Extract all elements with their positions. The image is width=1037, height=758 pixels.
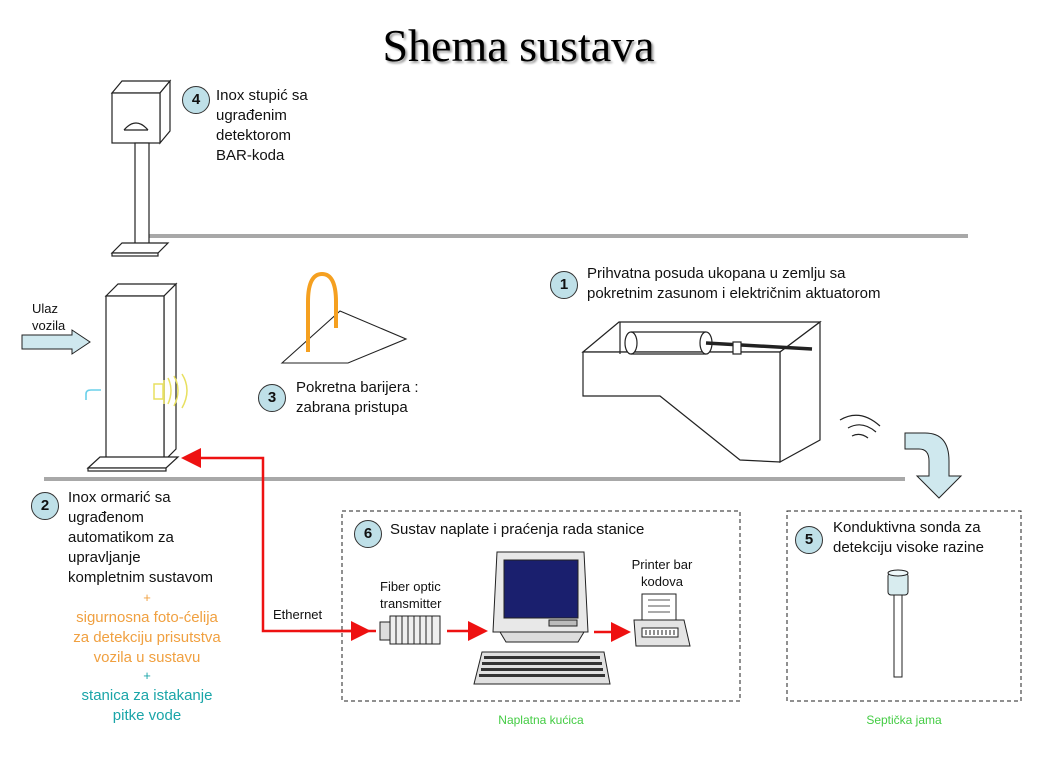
label-inox-cabinet: Inox ormarić sa ugrađenom automatikom za…	[68, 488, 213, 588]
printer-icon	[633, 593, 691, 647]
barrier-icon	[280, 271, 408, 364]
inox-post-icon	[110, 79, 172, 257]
label-line: Konduktivna sonda za	[833, 519, 981, 536]
entry-arrow-icon	[21, 329, 91, 355]
label-water-station: stanica za istakanje pitke vode	[52, 686, 242, 726]
label-line: Inox ormarić sa	[68, 489, 171, 506]
label-line: ugrađenim	[216, 107, 287, 124]
badge-6: 6	[354, 520, 382, 548]
outflow-arrow-icon	[904, 432, 963, 499]
label-photo-cell: sigurnosna foto-ćelija za detekciju pris…	[52, 608, 242, 668]
label-line: detektorom	[216, 127, 292, 144]
label-ethernet: Ethernet	[273, 607, 323, 622]
label-line: zabrana pristupa	[296, 399, 408, 416]
label-line: vozila	[32, 318, 66, 333]
label-line: pitke vode	[112, 707, 182, 724]
badge-3: 3	[258, 384, 286, 412]
label-conductive-probe: Konduktivna sonda za detekciju visoke ra…	[833, 518, 984, 558]
label-line: Inox stupić sa	[216, 87, 308, 104]
label-collection-tank: Prihvatna posuda ukopana u zemlju sa pok…	[587, 264, 880, 304]
billing-station-box	[341, 510, 741, 702]
computer-icon	[473, 551, 611, 685]
label-line: sigurnosna foto-ćelija	[76, 609, 218, 626]
label-line: upravljanje	[68, 549, 141, 566]
label-line: transmitter	[380, 596, 442, 611]
label-line: Fiber optic	[380, 579, 441, 594]
water-tap-icon	[85, 389, 101, 400]
label-line: kodova	[641, 574, 683, 589]
label-septic-tank: Septička jama	[866, 713, 942, 727]
conductive-probe-icon	[887, 569, 909, 678]
label-inox-post: Inox stupić sa ugrađenim detektorom BAR-…	[216, 86, 308, 166]
label-fiber-transmitter: Fiber optic transmitter	[380, 578, 441, 612]
inox-cabinet-icon	[86, 282, 180, 472]
label-barrier: Pokretna barijera : zabrana pristupa	[296, 378, 419, 418]
label-line: za detekciju prisutstva	[73, 629, 221, 646]
badge-5: 5	[795, 526, 823, 554]
label-line: stanica za istakanje	[81, 687, 213, 704]
label-entry: Ulaz vozila	[32, 300, 65, 334]
label-line: detekciju visoke razine	[833, 539, 984, 556]
plus-sign: +	[143, 668, 151, 683]
label-line: vozila u sustavu	[93, 649, 201, 666]
photo-cell-icon	[153, 373, 188, 409]
label-line: Prihvatna posuda ukopana u zemlju sa	[587, 265, 846, 282]
label-printer: Printer bar kodova	[616, 556, 708, 590]
page-title: Shema sustava	[382, 20, 655, 71]
label-line: kompletnim sustavom	[68, 569, 214, 586]
badge-1: 1	[550, 271, 578, 299]
badge-2: 2	[31, 492, 59, 520]
label-line: pokretnim zasunom i električnim aktuator…	[587, 285, 881, 302]
badge-4: 4	[182, 86, 210, 114]
plus-sign: +	[143, 590, 151, 605]
label-line: automatikom za	[68, 529, 174, 546]
label-line: Printer bar	[631, 557, 693, 572]
label-line: Pokretna barijera :	[296, 379, 419, 396]
label-billing-booth: Naplatna kućica	[498, 713, 584, 727]
label-line: Ulaz	[32, 301, 59, 316]
label-line: ugrađenom	[68, 509, 144, 526]
septic-tank-box	[786, 510, 1022, 702]
collection-tank-icon	[581, 320, 881, 464]
label-line: BAR-koda	[216, 147, 285, 164]
fiber-transmitter-icon	[379, 615, 441, 645]
label-billing-system: Sustav naplate i praćenja rada stanice	[390, 521, 645, 538]
